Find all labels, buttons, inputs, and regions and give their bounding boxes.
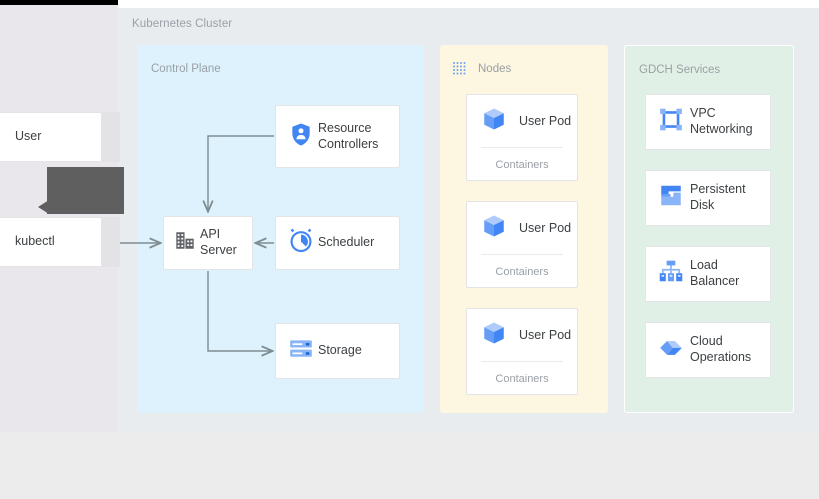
- pod-divider: [481, 147, 563, 148]
- pod-divider: [481, 361, 563, 362]
- api-server-icon: [174, 230, 196, 257]
- card-scheduler[interactable]: Scheduler: [275, 216, 400, 270]
- top-white-bar: [118, 0, 819, 8]
- card-user-pod[interactable]: User Pod Containers: [466, 201, 578, 288]
- user-pod-header: User Pod: [467, 95, 577, 147]
- card-user-pod-label: User Pod: [519, 328, 572, 342]
- card-storage-label: Storage: [318, 343, 362, 358]
- database-rack-icon: [288, 336, 314, 367]
- card-storage[interactable]: Storage: [275, 323, 400, 379]
- vpc-network-icon: [658, 107, 684, 138]
- card-user-pod-containers-label: Containers: [495, 266, 549, 278]
- card-user-pod-label: User Pod: [519, 221, 572, 235]
- card-user-pod[interactable]: User Pod Containers: [466, 308, 578, 395]
- user-card-shadow: [102, 112, 120, 162]
- cluster-title: Kubernetes Cluster: [132, 18, 233, 30]
- alarm-clock-icon: [288, 228, 314, 259]
- card-user-pod[interactable]: User Pod Containers: [466, 94, 578, 181]
- card-vpc-networking[interactable]: VPC Networking: [645, 94, 771, 150]
- card-load-balancer-label: Load Balancer: [690, 258, 740, 288]
- panel-nodes-title: Nodes: [478, 63, 512, 75]
- panel-control-plane-title: Control Plane: [151, 63, 221, 75]
- card-user-pod-label: User Pod: [519, 114, 572, 128]
- card-api-server[interactable]: API Server: [163, 216, 253, 270]
- card-kubectl[interactable]: kubectl: [0, 217, 102, 267]
- card-scheduler-label: Scheduler: [318, 235, 375, 250]
- card-user[interactable]: User: [0, 112, 102, 162]
- background-left-band: [0, 0, 118, 432]
- user-pod-header: User Pod: [467, 309, 577, 361]
- kubectl-card-shadow: [102, 217, 120, 267]
- pod-divider: [481, 254, 563, 255]
- persistent-disk-icon: [658, 183, 684, 214]
- card-api-server-label: API Server: [200, 227, 237, 257]
- top-black-bar: [0, 0, 118, 5]
- card-user-pod-containers-label: Containers: [495, 159, 549, 171]
- card-persistent-disk-label: Persistent Disk: [690, 182, 746, 212]
- tooltip-overlay: [47, 167, 124, 214]
- cloud-operations-icon: [658, 335, 684, 366]
- user-pod-header: User Pod: [467, 202, 577, 254]
- card-persistent-disk[interactable]: Persistent Disk: [645, 170, 771, 226]
- tooltip-pointer: [38, 200, 49, 214]
- panel-gdch-services-title: GDCH Services: [639, 64, 721, 76]
- shield-person-icon: [288, 121, 314, 152]
- cube-icon: [481, 213, 507, 244]
- card-vpc-networking-label: VPC Networking: [690, 106, 753, 136]
- card-resource-controllers[interactable]: Resource Controllers: [275, 105, 400, 168]
- card-user-pod-containers-label: Containers: [495, 373, 549, 385]
- card-cloud-operations-label: Cloud Operations: [690, 334, 752, 364]
- dotted-grid-icon: [452, 61, 468, 82]
- background-bottom-band: [0, 432, 819, 499]
- card-cloud-operations[interactable]: Cloud Operations: [645, 322, 771, 378]
- card-resource-controllers-label: Resource Controllers: [318, 120, 379, 151]
- card-load-balancer[interactable]: Load Balancer: [645, 246, 771, 302]
- load-balancer-icon: [658, 259, 684, 290]
- card-kubectl-label: kubectl: [15, 234, 55, 249]
- cube-icon: [481, 106, 507, 137]
- cube-icon: [481, 320, 507, 351]
- card-user-label: User: [15, 129, 42, 144]
